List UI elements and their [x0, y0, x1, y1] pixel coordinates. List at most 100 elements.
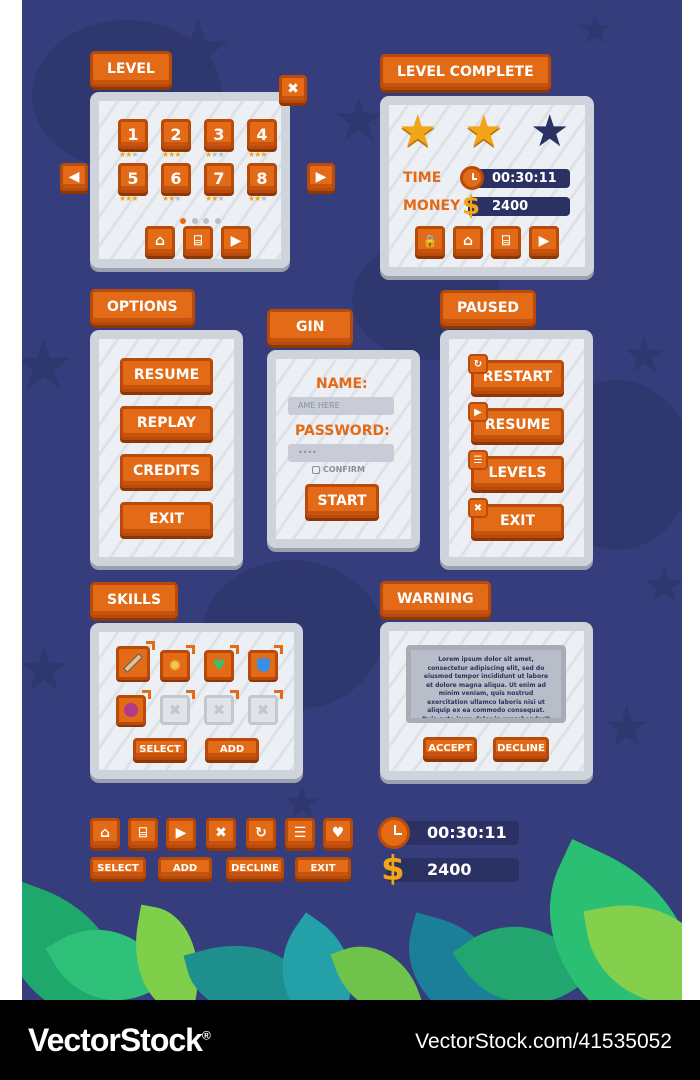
list-icon: ☰	[468, 450, 488, 470]
background-star-icon: ★	[22, 635, 71, 705]
start-button[interactable]: START	[305, 484, 379, 518]
level-button-2[interactable]: 2	[161, 119, 191, 149]
image-id: VectorStock.com/41535052	[415, 1030, 672, 1053]
list-button[interactable]: ☰	[285, 818, 315, 848]
shop-button[interactable]: ⌸	[183, 226, 213, 256]
password-input[interactable]: ••••	[288, 444, 394, 462]
warning-message: Lorem ipsum dolor sit amet, consectetur …	[406, 645, 566, 723]
lock-button[interactable]: 🔒	[415, 226, 445, 256]
skill-slot[interactable]	[248, 650, 278, 680]
rating-star-icon: ★	[211, 150, 218, 159]
exit-button[interactable]: EXIT	[295, 857, 351, 879]
resume-button[interactable]: RESUME	[471, 408, 564, 442]
rating-star-icon: ★	[125, 194, 132, 203]
add-button[interactable]: ADD	[205, 738, 259, 760]
reward-star-icon: ★	[464, 106, 504, 157]
empty-skill-slot[interactable]: ✖	[160, 695, 190, 725]
rating-star-icon: ★	[248, 194, 255, 203]
level-button-1[interactable]: 1	[118, 119, 148, 149]
exit-button[interactable]: EXIT	[120, 502, 213, 536]
resume-button[interactable]: RESUME	[120, 358, 213, 392]
level-button-3[interactable]: 3	[204, 119, 234, 149]
skill-slot[interactable]: ✹	[160, 650, 190, 680]
next-page-button[interactable]: ▶	[307, 163, 335, 191]
slot-corner	[186, 690, 195, 699]
slot-corner	[230, 645, 239, 654]
rating-star-icon: ★	[131, 194, 138, 203]
empty-skill-slot[interactable]: ✖	[204, 695, 234, 725]
select-button[interactable]: SELECT	[133, 738, 187, 760]
decline-button[interactable]: DECLINE	[493, 737, 549, 759]
play-button[interactable]: ▶	[221, 226, 251, 256]
shop-button[interactable]: ⌸	[128, 818, 158, 848]
money-value: 2400	[468, 197, 570, 216]
skills-title: SKILLS	[90, 582, 179, 618]
level-button-7[interactable]: 7	[204, 163, 234, 193]
add-button[interactable]: ADD	[158, 857, 212, 879]
heart-icon: ♥	[212, 656, 226, 674]
home-button[interactable]: ⌂	[90, 818, 120, 848]
rating-star-icon: ★	[211, 194, 218, 203]
name-input[interactable]: AME HERE	[288, 397, 394, 415]
slot-corner	[186, 645, 195, 654]
level-stars: ★★★	[162, 194, 182, 203]
rating-star-icon: ★	[174, 194, 181, 203]
level-title: LEVEL	[90, 51, 172, 87]
skill-slot-selected[interactable]	[116, 646, 150, 680]
accept-button[interactable]: ACCEPT	[423, 737, 477, 759]
rating-star-icon: ★	[162, 150, 169, 159]
rating-star-icon: ★	[205, 194, 212, 203]
paused-title: PAUSED	[440, 290, 537, 326]
pencil-icon	[123, 653, 143, 673]
play-icon: ▶	[468, 402, 488, 422]
rating-star-icon: ★	[260, 194, 267, 203]
dollar-icon: $	[381, 849, 405, 889]
rating-star-icon: ★	[254, 150, 261, 159]
level-button-5[interactable]: 5	[118, 163, 148, 193]
level-button-6[interactable]: 6	[161, 163, 191, 193]
registered-mark: ®	[201, 1028, 211, 1043]
vectorstock-logo: VectorStock®	[28, 1022, 211, 1059]
close-button[interactable]: ✖	[279, 75, 307, 103]
confirm-checkbox[interactable]	[312, 466, 320, 474]
empty-skill-slot[interactable]: ✖	[248, 695, 278, 725]
time-value: 00:30:11	[468, 169, 570, 188]
name-label: NAME:	[316, 376, 368, 392]
clock-icon	[460, 166, 484, 190]
level-stars: ★★★	[205, 194, 225, 203]
close-icon: ✖	[468, 498, 488, 518]
rating-star-icon: ★	[131, 150, 138, 159]
replay-button[interactable]: REPLAY	[120, 406, 213, 440]
home-button[interactable]: ⌂	[145, 226, 175, 256]
previous-page-button[interactable]: ◀	[60, 163, 88, 191]
play-button[interactable]: ▶	[529, 226, 559, 256]
rating-star-icon: ★	[205, 150, 212, 159]
select-button[interactable]: SELECT	[90, 857, 146, 879]
credits-button[interactable]: CREDITS	[120, 454, 213, 488]
level-stars: ★★★	[119, 150, 139, 159]
background-star-icon: ★	[622, 326, 667, 384]
skill-slot[interactable]	[116, 695, 146, 725]
restart-button[interactable]: ↻	[246, 818, 276, 848]
watermark-bar: VectorStock® VectorStock.com/41535052	[0, 1000, 700, 1080]
rating-star-icon: ★	[125, 150, 132, 159]
heart-button[interactable]: ♥	[323, 818, 353, 848]
rating-star-icon: ★	[119, 194, 126, 203]
close-button[interactable]: ✖	[206, 818, 236, 848]
home-button[interactable]: ⌂	[453, 226, 483, 256]
level-stars: ★★★	[119, 194, 139, 203]
decline-button[interactable]: DECLINE	[226, 857, 284, 879]
potion-icon	[124, 703, 138, 717]
level-button-8[interactable]: 8	[247, 163, 277, 193]
money-label: MONEY	[403, 198, 461, 214]
background-star-icon: ★	[162, 3, 234, 96]
shop-button[interactable]: ⌸	[491, 226, 521, 256]
rating-star-icon: ★	[168, 150, 175, 159]
level-stars: ★★★	[162, 150, 182, 159]
skill-slot[interactable]: ♥	[204, 650, 234, 680]
level-button-4[interactable]: 4	[247, 119, 277, 149]
rating-star-icon: ★	[248, 150, 255, 159]
slot-corner	[274, 690, 283, 699]
play-button[interactable]: ▶	[166, 818, 196, 848]
shield-icon	[256, 658, 270, 672]
